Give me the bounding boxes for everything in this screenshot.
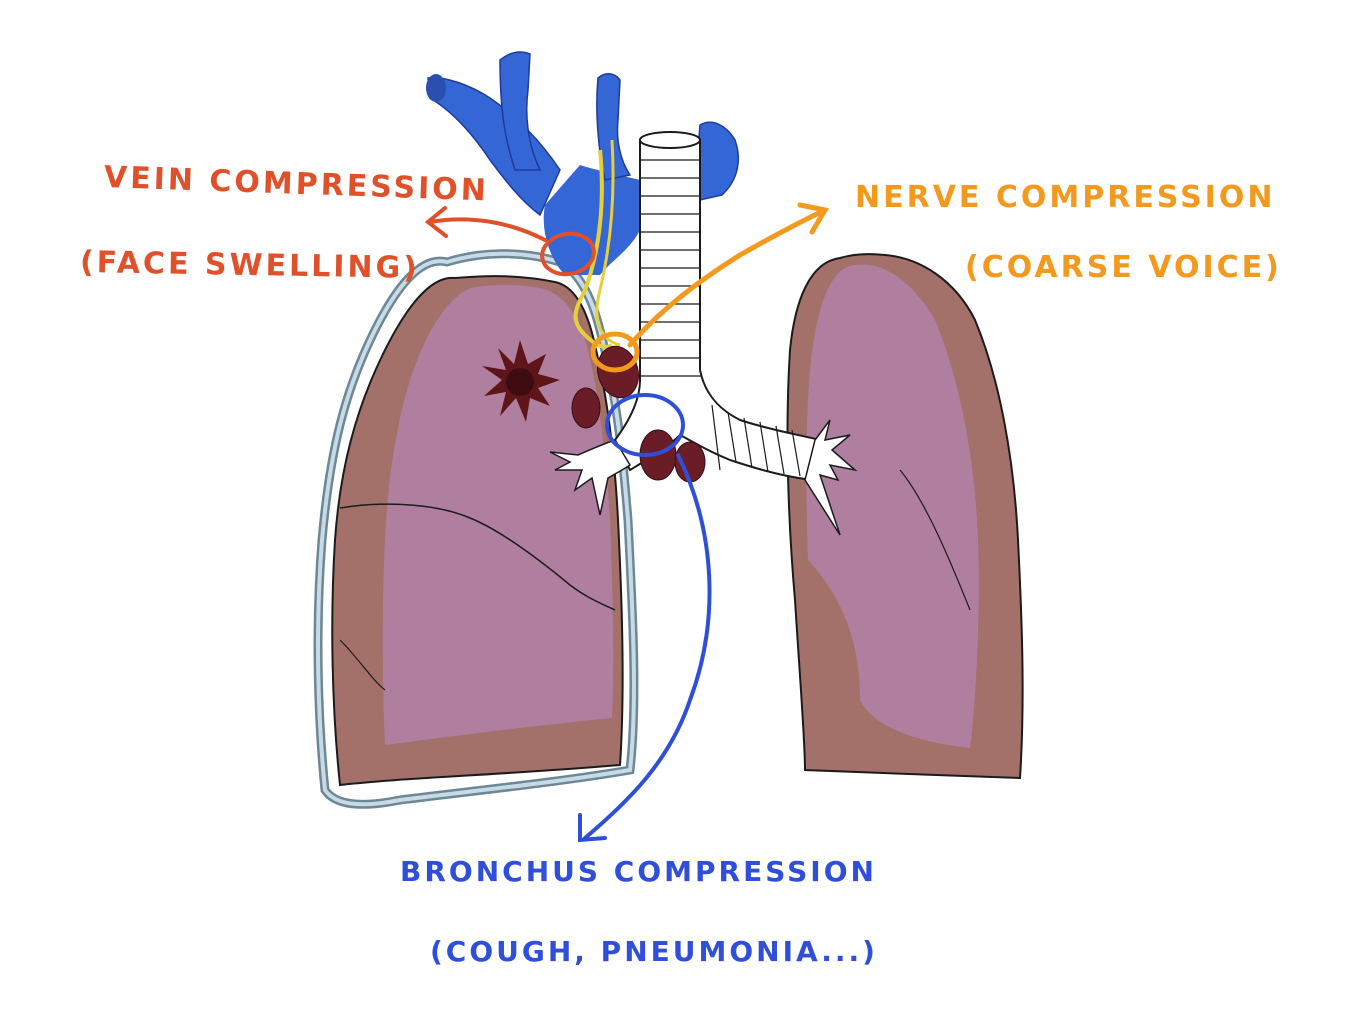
vein-compression-marker: [424, 206, 596, 277]
bronchus-compression-circle: [605, 393, 685, 457]
left-lung: [786, 253, 1024, 780]
bronchus-compression-marker: [578, 393, 712, 843]
nerve-arrow-shaft: [627, 207, 828, 348]
right-lung: [331, 275, 624, 787]
vein-branch-right: [596, 73, 632, 181]
nerve-compression-label: Nerve compression: [855, 180, 1276, 215]
bronchus-arrowhead: [578, 813, 607, 843]
right-lung-inner: [382, 285, 614, 745]
nerve-compression-marker: [590, 202, 829, 373]
tumor-core: [506, 368, 534, 396]
right-lung-fissure: [339, 503, 616, 611]
tracheal-rings: [641, 159, 801, 477]
vein-arrowhead: [424, 206, 448, 238]
left-bronchus-branches: [804, 419, 858, 536]
bronchus-compression-effect: (Cough, pneumonia...): [430, 935, 878, 968]
vena-cava-trunk: [543, 165, 640, 275]
superior-vena-cava: [426, 51, 739, 275]
tumor: [482, 340, 560, 422]
right-lung-fissure-2: [339, 639, 386, 691]
vein-arrow-shaft: [428, 217, 547, 242]
left-brachiocephalic-vein: [427, 76, 561, 217]
left-lung-fissure: [899, 469, 971, 611]
vein-branch-top: [499, 51, 542, 171]
bronchus-compression-label: Bronchus compression: [400, 855, 877, 888]
nerve-arrowhead: [797, 202, 829, 235]
vein-opening: [426, 74, 446, 102]
nerve-compression-circle: [590, 331, 640, 373]
vagus-nerve: [595, 139, 621, 347]
right-bronchus-branches: [549, 439, 632, 516]
vein-compression-effect: (Face swelling): [79, 245, 421, 286]
lymph-node: [571, 387, 601, 429]
nerve-compression-effect: (Coarse voice): [965, 250, 1282, 285]
left-lung-inner: [806, 264, 979, 748]
trachea-top: [639, 131, 701, 149]
vein-branch-right-2: [697, 121, 739, 201]
vein-compression-circle: [540, 231, 596, 277]
bronchus-arrow-shaft: [583, 453, 712, 840]
